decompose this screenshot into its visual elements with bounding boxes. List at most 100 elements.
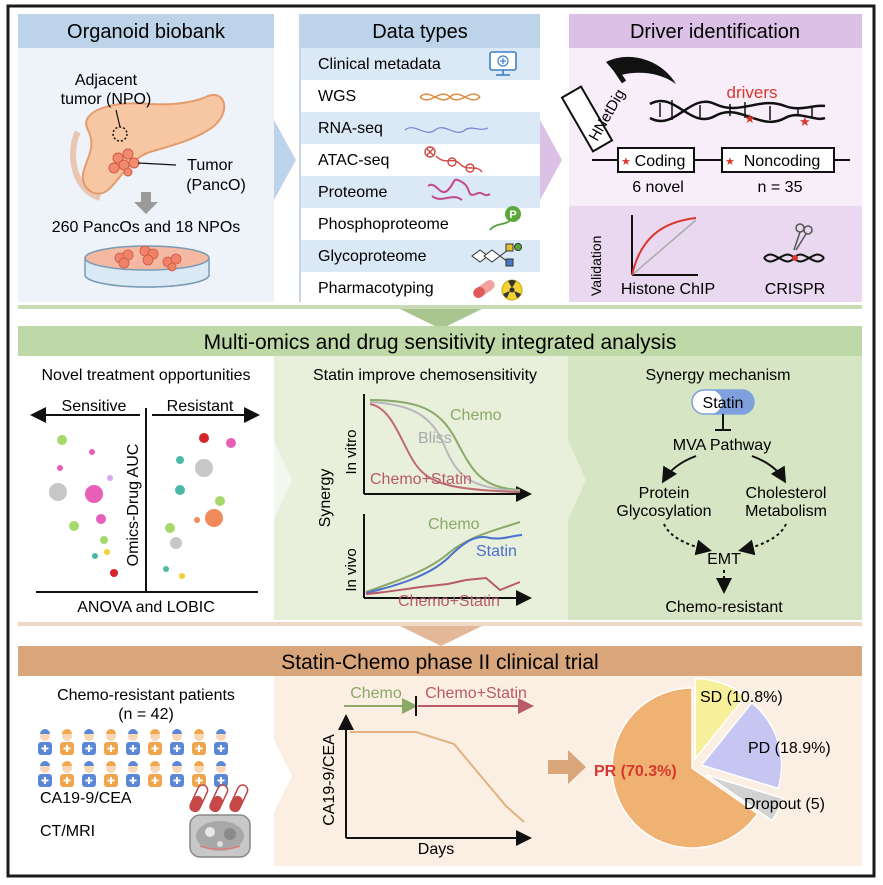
mva-arrow-right	[751, 455, 787, 484]
biobank-header	[18, 14, 274, 48]
patient-icon	[214, 729, 228, 755]
patient-icon	[60, 761, 74, 787]
pie-slice-sd	[694, 677, 747, 761]
histone-label: Histone ChIP	[621, 281, 715, 298]
patient-icon	[104, 729, 118, 755]
trial-y-label: CA19-9/CEA	[321, 734, 338, 826]
datatype-rnaseq: RNA-seq	[318, 120, 383, 137]
histone-chip-plot	[631, 215, 698, 276]
chromatin-icon	[424, 146, 483, 173]
novel-bottom-label: ANOVA and LOBIC	[77, 599, 215, 616]
ct-label: CT/MRI	[40, 823, 95, 840]
noncoding-star: ★	[725, 156, 735, 168]
novel-title: Novel treatment opportunities	[42, 367, 251, 384]
tumor-label-2: (PancO)	[186, 177, 246, 194]
vivo-statin-label: Statin	[476, 543, 517, 560]
ct-scan-icon	[189, 814, 251, 858]
pie-slice-dropout	[705, 774, 784, 822]
mva-pathway: MVA Pathway	[673, 437, 771, 454]
statin-pill-label: Statin	[703, 395, 744, 412]
middle-header	[18, 326, 862, 356]
driver-star-1: ★	[744, 111, 756, 126]
mechanism-title: Synergy mechanism	[646, 367, 791, 384]
patient-icon	[192, 729, 206, 755]
sensitivity-bubbles	[49, 433, 236, 579]
glycan-icon	[471, 243, 522, 267]
patient-icon	[82, 729, 96, 755]
patient-icon	[126, 761, 140, 787]
vitro-chemo-statin-label: Chemo+Statin	[370, 471, 472, 488]
patient-icon	[60, 729, 74, 755]
validation-label: Validation	[588, 236, 604, 296]
protein-icon	[427, 178, 491, 201]
culture-dish-icon	[84, 245, 210, 288]
vitro-chemo-label: Chemo	[450, 407, 502, 424]
mva-arrow-left	[661, 455, 697, 484]
datatypes-title: Data types	[372, 21, 468, 43]
cholesterol-label-2: Metabolism	[745, 503, 827, 520]
pancreas-illustration	[70, 93, 226, 201]
datatype-phospho: Phosphoproteome	[318, 216, 449, 233]
coding-box	[617, 147, 695, 173]
coding-label: Coding	[635, 153, 686, 170]
trial-chemo-label: Chemo	[350, 685, 402, 702]
trial-chemo-statin-label: Chemo+Statin	[425, 685, 527, 702]
patient-icon	[148, 729, 162, 755]
tumor-label-1: Tumor	[187, 157, 233, 174]
in-vitro-label: In vitro	[343, 429, 360, 474]
driver-dna-icon	[649, 99, 826, 124]
noncoding-box	[721, 147, 835, 173]
cholesterol-emt-arrow	[738, 523, 787, 556]
bottom-arrow-1	[274, 740, 292, 812]
patient-icon	[192, 761, 206, 787]
top-arrow-2	[540, 120, 562, 200]
patients-label-2: (n = 42)	[118, 706, 174, 723]
noncoding-count: n = 35	[758, 179, 803, 196]
validation-panel	[569, 206, 862, 302]
noncoding-label: Noncoding	[744, 153, 821, 170]
svg-text:P: P	[509, 209, 516, 221]
driver-header	[569, 14, 862, 48]
synergy-label: Synergy	[317, 469, 334, 528]
to-pie-arrow	[548, 750, 586, 784]
rna-icon	[404, 127, 489, 133]
patients-label-1: Chemo-resistant patients	[57, 687, 235, 704]
phospho-icon: P	[489, 206, 521, 231]
patient-icon	[148, 761, 162, 787]
drivers-label: drivers	[726, 83, 777, 102]
in-vivo-plot	[363, 514, 532, 606]
down-arrow-2	[400, 626, 482, 646]
patient-icon	[82, 761, 96, 787]
datatype-clinical: Clinical metadata	[318, 56, 441, 73]
novel-y-label: Omics-Drug AUC	[125, 444, 142, 567]
biobank-down-arrow	[134, 192, 158, 214]
pie-label-dropout: Dropout (5)	[744, 796, 825, 813]
in-vivo-label: In vivo	[343, 548, 360, 591]
emt-label: EMT	[707, 551, 741, 568]
pie-label-pd: PD (18.9%)	[748, 740, 831, 757]
dna-icon	[419, 93, 481, 101]
top-arrow-1	[274, 120, 296, 200]
protein-label-2: Glycosylation	[616, 503, 711, 520]
vitro-bliss-label: Bliss	[418, 430, 452, 447]
cholesterol-label-1: Cholesterol	[746, 485, 827, 502]
crispr-label: CRISPR	[765, 281, 825, 298]
coding-count: 6 novel	[632, 179, 684, 196]
connector-line-2	[18, 622, 862, 626]
patient-icon	[170, 761, 184, 787]
pill-icon	[473, 279, 523, 301]
protein-label-1: Protein	[639, 485, 690, 502]
crispr-icon	[763, 223, 825, 263]
statin-title: Statin improve chemosensitivity	[313, 367, 537, 384]
pie-label-sd: SD (10.8%)	[700, 689, 783, 706]
blood-tube-icons	[189, 784, 249, 813]
marker-trend-line	[350, 731, 525, 823]
driver-title: Driver identification	[630, 21, 800, 43]
patient-icon	[38, 761, 52, 787]
patient-icon	[214, 761, 228, 787]
trial-x-label: Days	[418, 841, 454, 858]
mid-arrow-2	[568, 440, 586, 520]
vivo-chemo-label: Chemo	[428, 516, 480, 533]
vivo-chemo-statin-label: Chemo+Statin	[398, 593, 500, 610]
